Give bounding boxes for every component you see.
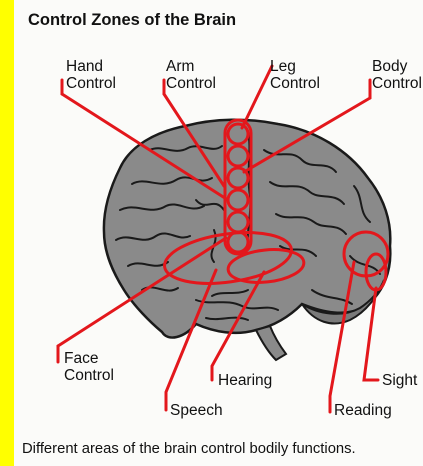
label-hearing: Hearing (218, 372, 272, 389)
label-hand-control: Hand Control (66, 58, 116, 92)
label-body-line1: Body (372, 58, 423, 75)
label-leg-line1: Leg (270, 58, 320, 75)
label-body-line2: Control (372, 75, 423, 92)
label-arm-line2: Control (166, 75, 216, 92)
label-sight: Sight (382, 372, 417, 389)
label-leg-control: Leg Control (270, 58, 320, 92)
diagram-title: Control Zones of the Brain (28, 11, 236, 30)
label-face-control: Face Control (64, 350, 114, 384)
label-arm-control: Arm Control (166, 58, 216, 92)
label-face-line2: Control (64, 367, 114, 384)
label-face-line1: Face (64, 350, 114, 367)
label-leg-line2: Control (270, 75, 320, 92)
label-hand-line1: Hand (66, 58, 116, 75)
label-arm-line1: Arm (166, 58, 216, 75)
label-speech: Speech (170, 402, 223, 419)
label-body-control: Body Control (372, 58, 423, 92)
brain-stem (256, 326, 286, 360)
leg-leader (242, 66, 272, 128)
diagram-caption: Different areas of the brain control bod… (22, 441, 356, 457)
label-reading: Reading (334, 402, 392, 419)
label-hand-line2: Control (66, 75, 116, 92)
